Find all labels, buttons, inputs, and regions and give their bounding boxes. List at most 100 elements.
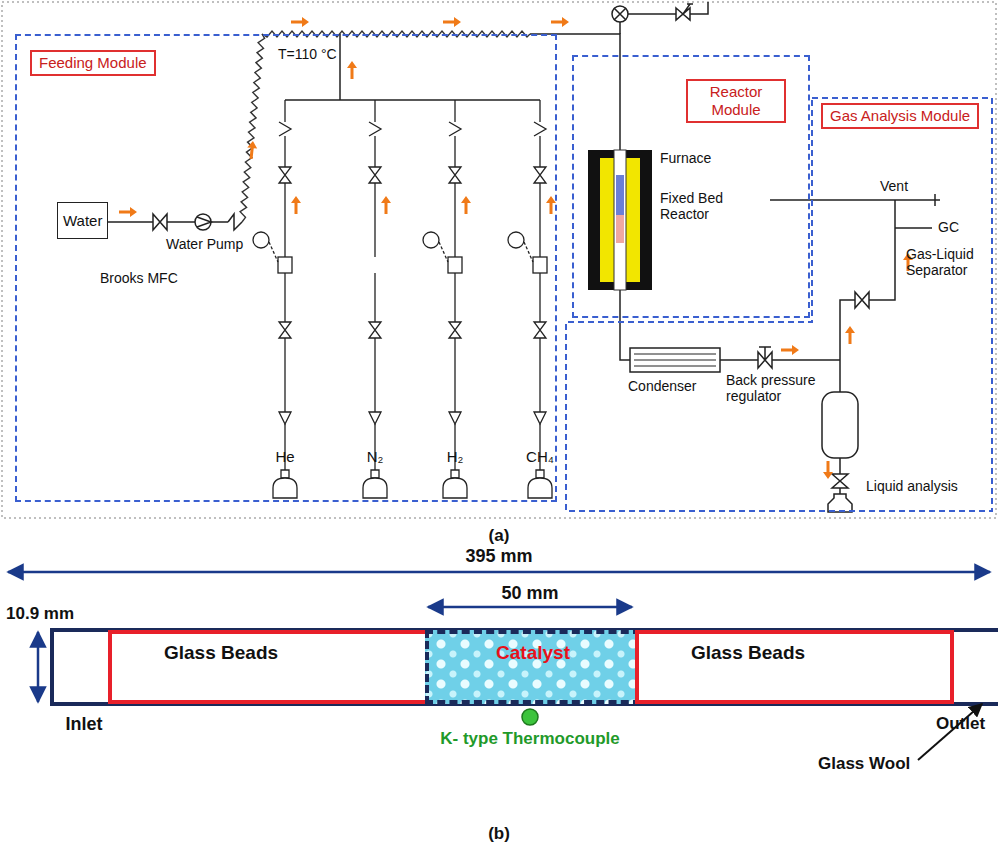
module-heading: Feeding Module [30,50,156,76]
part-label: Water Pump [166,236,243,252]
valve-symbol [449,322,461,338]
check-valve [534,122,546,136]
flow-arrow [546,196,556,214]
check-valve [279,412,291,424]
cylinder-valve [281,470,289,478]
flow-arrow [551,17,569,27]
relief-line [628,2,708,14]
dimension-label: 50 mm [497,583,562,604]
part-label: Liquid analysis [866,478,958,494]
valve-symbol [534,322,546,338]
flow-arrow [381,196,391,214]
valve-symbol [279,322,291,338]
reactor-tube [52,630,998,704]
reactor-line [530,34,630,360]
condenser-symbol [630,348,720,372]
gas-manifold [285,34,540,100]
vent-outlet [934,194,936,206]
tank-box: Water [57,202,108,239]
gas-cylinder [363,478,387,498]
check-valve [228,214,242,230]
panel-caption: (b) [488,824,510,844]
cylinder-valve [536,470,544,478]
gas-line [284,100,285,470]
part-label: Fixed Bed Reactor [660,190,740,222]
dimension-label: 10.9 mm [6,604,74,624]
signal-line [524,242,533,262]
part-label: K- type Thermocouple [440,729,619,749]
valve-symbol [449,167,461,183]
flow-arrow [823,461,833,479]
glass-bead-bed: Glass Beads [108,630,431,704]
gas-line [539,100,540,470]
module-heading: Gas Analysis Module [821,103,979,129]
gas-supply-lines [253,100,552,498]
dimension-arrow [37,632,40,702]
flow-arrow [246,141,258,160]
node-text: Glass Beads [691,642,950,664]
valve-symbol [855,292,869,308]
part-label: Glass Wool [818,754,910,774]
heated-line [240,34,265,222]
flow-arrow [347,61,357,79]
condenser-tubes [634,354,716,366]
mfc-symbol [448,257,462,273]
panel-frame [2,2,996,518]
valve-symbol [369,322,381,338]
valve-symbol [832,474,848,488]
heated-line [240,31,530,222]
part-label: He [275,448,294,465]
separator-vessel [822,392,858,458]
gauge-line [619,22,621,34]
valve-symbol [369,167,381,183]
mfc-gauge [508,232,524,248]
signal-line [269,242,278,262]
dimension-arrow [8,571,990,574]
cylinder-valve [451,470,459,478]
node-text: Glass Beads [164,642,427,664]
flow-arrows [119,17,913,479]
dimension-label: 395 mm [461,546,536,567]
module-outline [565,97,993,512]
part-label: Brooks MFC [100,270,178,286]
part-label: CH₄ [526,448,554,465]
module-heading: Reactor Module [686,79,786,123]
node-text: Water [63,212,102,229]
dimension-arrow [428,606,632,609]
pump-symbol [197,217,211,227]
flow-arrow [781,345,799,355]
flow-arrow [461,196,471,214]
pump-symbol [195,214,211,230]
thermocouple [522,709,538,725]
check-valve [449,412,461,424]
part-label: H₂ [447,448,464,465]
part-label: GC [938,219,959,235]
gas-line [374,100,375,470]
module-region: Reactor Module [572,55,810,318]
cylinder-valve [371,470,379,478]
part-label: Gas-Liquid Separator [906,246,992,278]
check-valve [369,122,381,136]
module-outline [566,98,992,511]
gas-cylinder [443,478,467,498]
flow-arrow [291,17,309,27]
mfc-symbol [533,257,547,273]
gauge-symbol [612,6,628,22]
part-label: Outlet [936,714,985,734]
mfc-symbol [278,257,292,273]
flow-arrow [845,326,855,344]
gas-line [720,200,940,392]
flow-arrow [443,17,461,27]
node-text: Catalyst [429,642,637,664]
gas-cylinder [528,478,552,498]
valve-symbol [153,214,167,230]
part-label: T=110 °C [278,46,337,62]
part-label: Furnace [660,150,711,166]
relief-valve [676,4,693,20]
check-valve [279,122,291,136]
valve-symbol [279,167,291,183]
part-label: Condenser [628,378,697,394]
gas-line [454,100,455,470]
part-label: Back pressure regulator [726,372,846,404]
